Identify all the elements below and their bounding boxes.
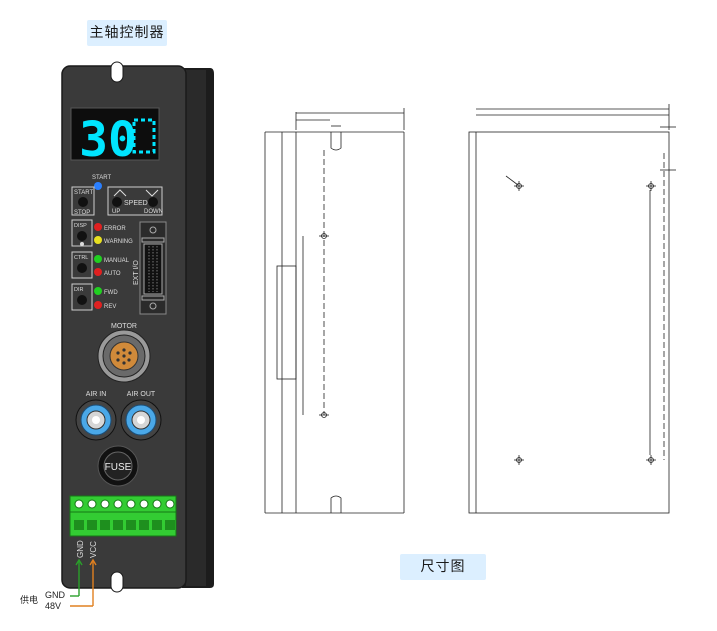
led-manual-dot bbox=[94, 255, 102, 263]
fuse-holder[interactable] bbox=[97, 445, 139, 487]
speed-down-label: DOWN bbox=[144, 209, 163, 215]
start-indicator-led bbox=[94, 182, 102, 190]
dir-button[interactable] bbox=[71, 283, 93, 311]
top-slot bbox=[110, 61, 124, 83]
start-stop-button[interactable] bbox=[71, 186, 95, 216]
fuse-label: FUSE bbox=[105, 462, 132, 473]
display-value: 30 bbox=[79, 112, 137, 168]
led-warning-label: WARNING bbox=[104, 239, 133, 245]
air-in-label: AIR IN bbox=[86, 391, 107, 398]
led-rev: REV bbox=[94, 301, 116, 310]
air-out-label: AIR OUT bbox=[127, 391, 156, 398]
disp-indicator bbox=[80, 242, 84, 246]
top-view-drawing bbox=[468, 104, 676, 514]
bottom-slot bbox=[110, 571, 124, 593]
dimension-drawing-caption: 尺寸图 bbox=[400, 554, 486, 580]
side-view-drawing bbox=[264, 108, 405, 514]
led-error-dot bbox=[94, 223, 102, 231]
led-manual: MANUAL bbox=[94, 255, 130, 264]
led-error-label: ERROR bbox=[104, 226, 126, 232]
speed-down-knob bbox=[148, 197, 158, 207]
disp-knob bbox=[77, 231, 87, 241]
speed-down-icon bbox=[145, 189, 159, 197]
motor-label: MOTOR bbox=[111, 323, 137, 330]
terminal-gnd-label: GND bbox=[76, 540, 85, 558]
start-indicator-label: START bbox=[92, 175, 111, 181]
power-48v-label: 48V bbox=[45, 601, 61, 611]
controller-housing bbox=[61, 65, 187, 589]
terminal-block[interactable] bbox=[69, 495, 177, 537]
dir-knob bbox=[77, 295, 87, 305]
display-unit-icon bbox=[132, 118, 156, 154]
power-supply-label: 供电 bbox=[20, 594, 38, 606]
led-fwd: FWD bbox=[94, 287, 118, 296]
air-in-fitting[interactable] bbox=[75, 399, 117, 441]
power-gnd-label: GND bbox=[45, 590, 66, 600]
speed-up-icon bbox=[113, 189, 127, 197]
dir-button-label: DIR bbox=[74, 287, 84, 293]
ext-io-label: EXT I/O bbox=[133, 260, 140, 285]
air-out-fitting[interactable] bbox=[120, 399, 162, 441]
stop-button-label: STOP bbox=[74, 210, 90, 216]
ctrl-button[interactable] bbox=[71, 251, 93, 279]
power-wiring bbox=[70, 558, 97, 607]
led-auto-label: AUTO bbox=[104, 271, 121, 277]
start-stop-knob bbox=[78, 197, 88, 207]
controller-unit: 30 START START STOP SPEED UP DOWN DISP C… bbox=[61, 61, 214, 593]
led-auto-dot bbox=[94, 268, 102, 276]
led-rev-label: REV bbox=[104, 304, 116, 310]
led-display bbox=[70, 107, 160, 161]
led-warning-dot bbox=[94, 236, 102, 244]
ctrl-knob bbox=[77, 263, 87, 273]
terminal-vcc-label: VCC bbox=[89, 541, 98, 558]
led-manual-label: MANUAL bbox=[104, 258, 130, 264]
led-fwd-dot bbox=[94, 287, 102, 295]
speed-label: SPEED bbox=[124, 200, 148, 207]
start-button-label: START bbox=[74, 190, 93, 196]
page-title: 主轴控制器 bbox=[87, 20, 167, 46]
speed-control[interactable] bbox=[107, 186, 163, 216]
speed-up-knob bbox=[112, 197, 122, 207]
disp-button-label: DISP bbox=[74, 223, 87, 229]
led-auto: AUTO bbox=[94, 268, 121, 277]
ext-io-connector[interactable] bbox=[139, 221, 167, 315]
motor-connector[interactable] bbox=[97, 329, 151, 383]
ctrl-button-label: CTRL bbox=[74, 255, 88, 261]
led-fwd-label: FWD bbox=[104, 290, 118, 296]
led-rev-dot bbox=[94, 301, 102, 309]
speed-up-label: UP bbox=[112, 209, 120, 215]
led-error: ERROR bbox=[94, 223, 126, 232]
led-warning: WARNING bbox=[94, 236, 133, 245]
